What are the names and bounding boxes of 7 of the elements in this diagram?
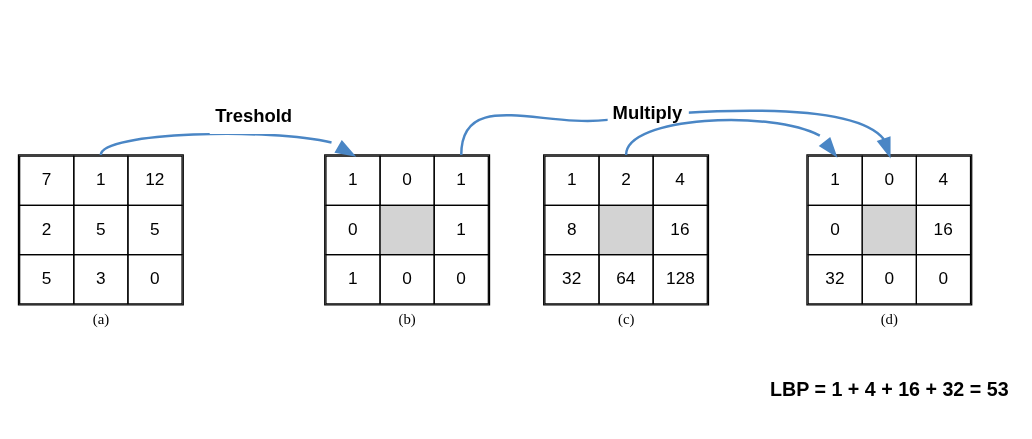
node-label: (c): [618, 311, 635, 328]
node-label: (a): [92, 311, 110, 328]
edge-label: Treshold: [215, 105, 293, 127]
edge-label: Multiply: [612, 102, 683, 124]
label: LBP = 1 + 4 + 16 + 32 = 53: [770, 378, 1009, 401]
node-label: (b): [398, 311, 416, 328]
node-label: (d): [880, 311, 898, 328]
